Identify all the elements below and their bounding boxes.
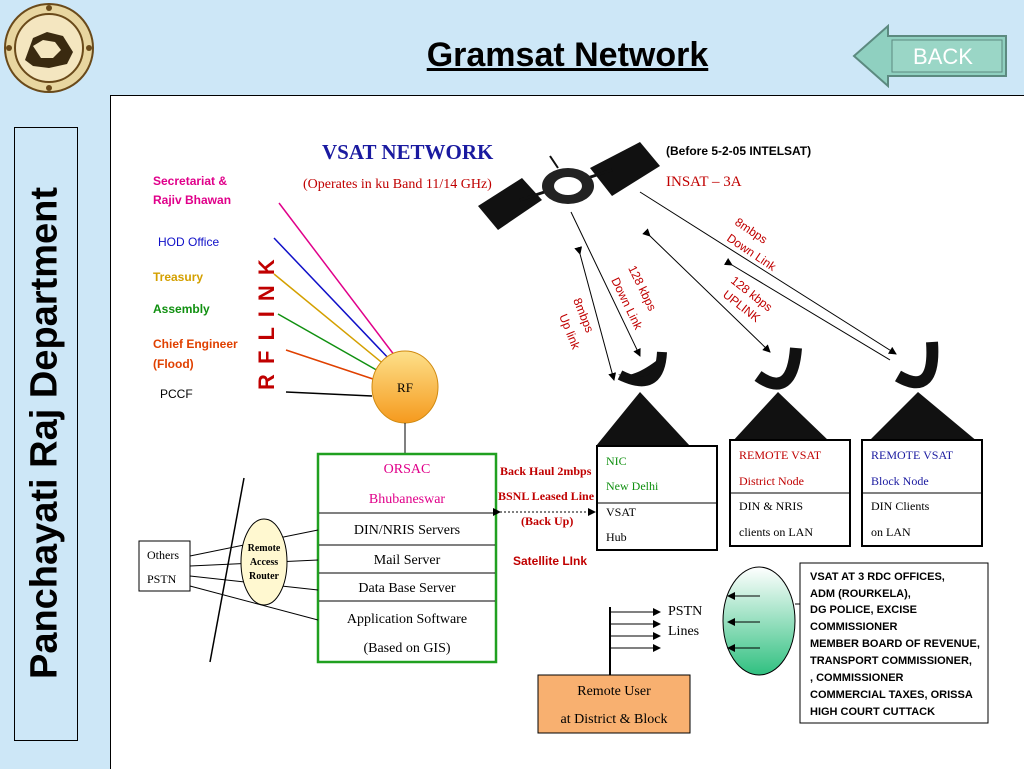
remote-user-line2: at District & Block [561, 712, 668, 727]
remote-access-router [240, 518, 288, 606]
nic-line1: NIC [606, 454, 627, 468]
rf-source-secretariat: Secretariat & [153, 174, 227, 188]
block-subtitle: Block Node [871, 474, 929, 488]
district-title: REMOTE VSAT [739, 448, 822, 462]
dish-nic [596, 351, 690, 446]
orsac-row-app: Application Software [347, 612, 467, 627]
orsac-subtitle: Bhubaneswar [369, 492, 446, 507]
vsat-list-8: HIGH COURT CUTTACK [810, 706, 935, 718]
dish-block [868, 341, 978, 442]
orsac-row-mail: Mail Server [374, 553, 441, 568]
pstn-lines-2: Lines [668, 624, 699, 639]
backhaul-line2: BSNL Leased Line [498, 489, 595, 503]
rf-source-assembly: Assembly [153, 302, 210, 316]
remote-user-box [537, 674, 691, 734]
satellite-name: INSAT – 3A [666, 174, 742, 190]
district-hub-oval [722, 566, 796, 676]
satellite-link-label: Satellite LInk [513, 554, 587, 568]
vsat-network-heading: VSAT NETWORK [322, 140, 494, 164]
dish-district [732, 347, 830, 442]
district-subtitle: District Node [739, 474, 804, 488]
vsat-list-3: COMMISSIONER [810, 621, 897, 633]
orsac-title: ORSAC [384, 462, 431, 477]
vsat-list-box: VSAT AT 3 RDC OFFICES, ADM (ROURKELA), D… [799, 562, 989, 724]
satellite-icon [478, 142, 660, 230]
rf-sources: Secretariat & Rajiv Bhawan HOD Office Tr… [153, 174, 238, 401]
district-line3: DIN & NRIS [739, 499, 803, 513]
remote-block-box: REMOTE VSAT Block Node DIN Clients on LA… [861, 439, 983, 547]
others-box [138, 540, 191, 592]
rf-source-chief-engineer: Chief Engineer [153, 337, 238, 351]
back-button[interactable] [852, 24, 1010, 88]
pstn-lines-1: PSTN [668, 604, 702, 619]
block-title: REMOTE VSAT [871, 448, 954, 462]
rf-lines [273, 202, 399, 397]
block-line4: on LAN [871, 525, 911, 539]
pstn-lines [609, 607, 661, 678]
orsac-row-db: Data Base Server [358, 581, 456, 596]
vsat-list-5: TRANSPORT COMMISSIONER, [810, 655, 972, 667]
router-line3: Router [249, 571, 280, 582]
district-line4: clients on LAN [739, 525, 813, 539]
vsat-list-4: MEMBER BOARD OF REVENUE, [810, 638, 980, 650]
rf-source-secretariat-2: Rajiv Bhawan [153, 193, 231, 207]
backhaul-line1: Back Haul 2mbps [500, 464, 592, 478]
rf-source-chief-engineer-2: (Flood) [153, 357, 194, 371]
remote-district-box: REMOTE VSAT District Node DIN & NRIS cli… [729, 439, 851, 547]
emblem-logo [4, 3, 94, 93]
router-line1: Remote [248, 543, 281, 554]
vsat-list-1: ADM (ROURKELA), [810, 588, 911, 600]
router-line2: Access [250, 557, 278, 568]
rf-source-pccf: PCCF [160, 387, 193, 401]
nic-box: NIC New Delhi VSAT Hub [596, 445, 718, 551]
sidebar-box [14, 127, 78, 741]
header-band [0, 0, 1024, 95]
rf-node-label: RF [397, 380, 413, 395]
rf-link-label: R F L I N K [254, 257, 279, 390]
remote-user-line1: Remote User [577, 684, 651, 699]
hub-arrows [727, 592, 800, 652]
others-line1: Others [147, 548, 179, 562]
vsat-list-0: VSAT AT 3 RDC OFFICES, [810, 571, 945, 583]
block-line3: DIN Clients [871, 499, 930, 513]
vsat-list-2: DG POLICE, EXCISE [810, 604, 917, 616]
rf-source-treasury: Treasury [153, 270, 203, 284]
vsat-list-7: COMMERCIAL TAXES, ORISSA [810, 689, 973, 701]
nic-line4: Hub [606, 530, 627, 544]
vsat-list-6: , COMMISSIONER [810, 672, 904, 684]
others-line2: PSTN [147, 572, 177, 586]
page-title: Gramsat Network [426, 36, 709, 74]
orsac-row-din: DIN/NRIS Servers [354, 523, 460, 538]
satellite-before-note: (Before 5-2-05 INTELSAT) [666, 144, 811, 158]
band-note: (Operates in ku Band 11/14 GHz) [303, 177, 492, 192]
orsac-row-gis: (Based on GIS) [363, 641, 450, 656]
nic-line3: VSAT [606, 505, 637, 519]
rf-source-hod: HOD Office [158, 235, 219, 249]
nic-line2: New Delhi [606, 479, 659, 493]
backhaul-line3: (Back Up) [521, 514, 573, 528]
orsac-box: ORSAC Bhubaneswar DIN/NRIS Servers Mail … [316, 452, 498, 664]
